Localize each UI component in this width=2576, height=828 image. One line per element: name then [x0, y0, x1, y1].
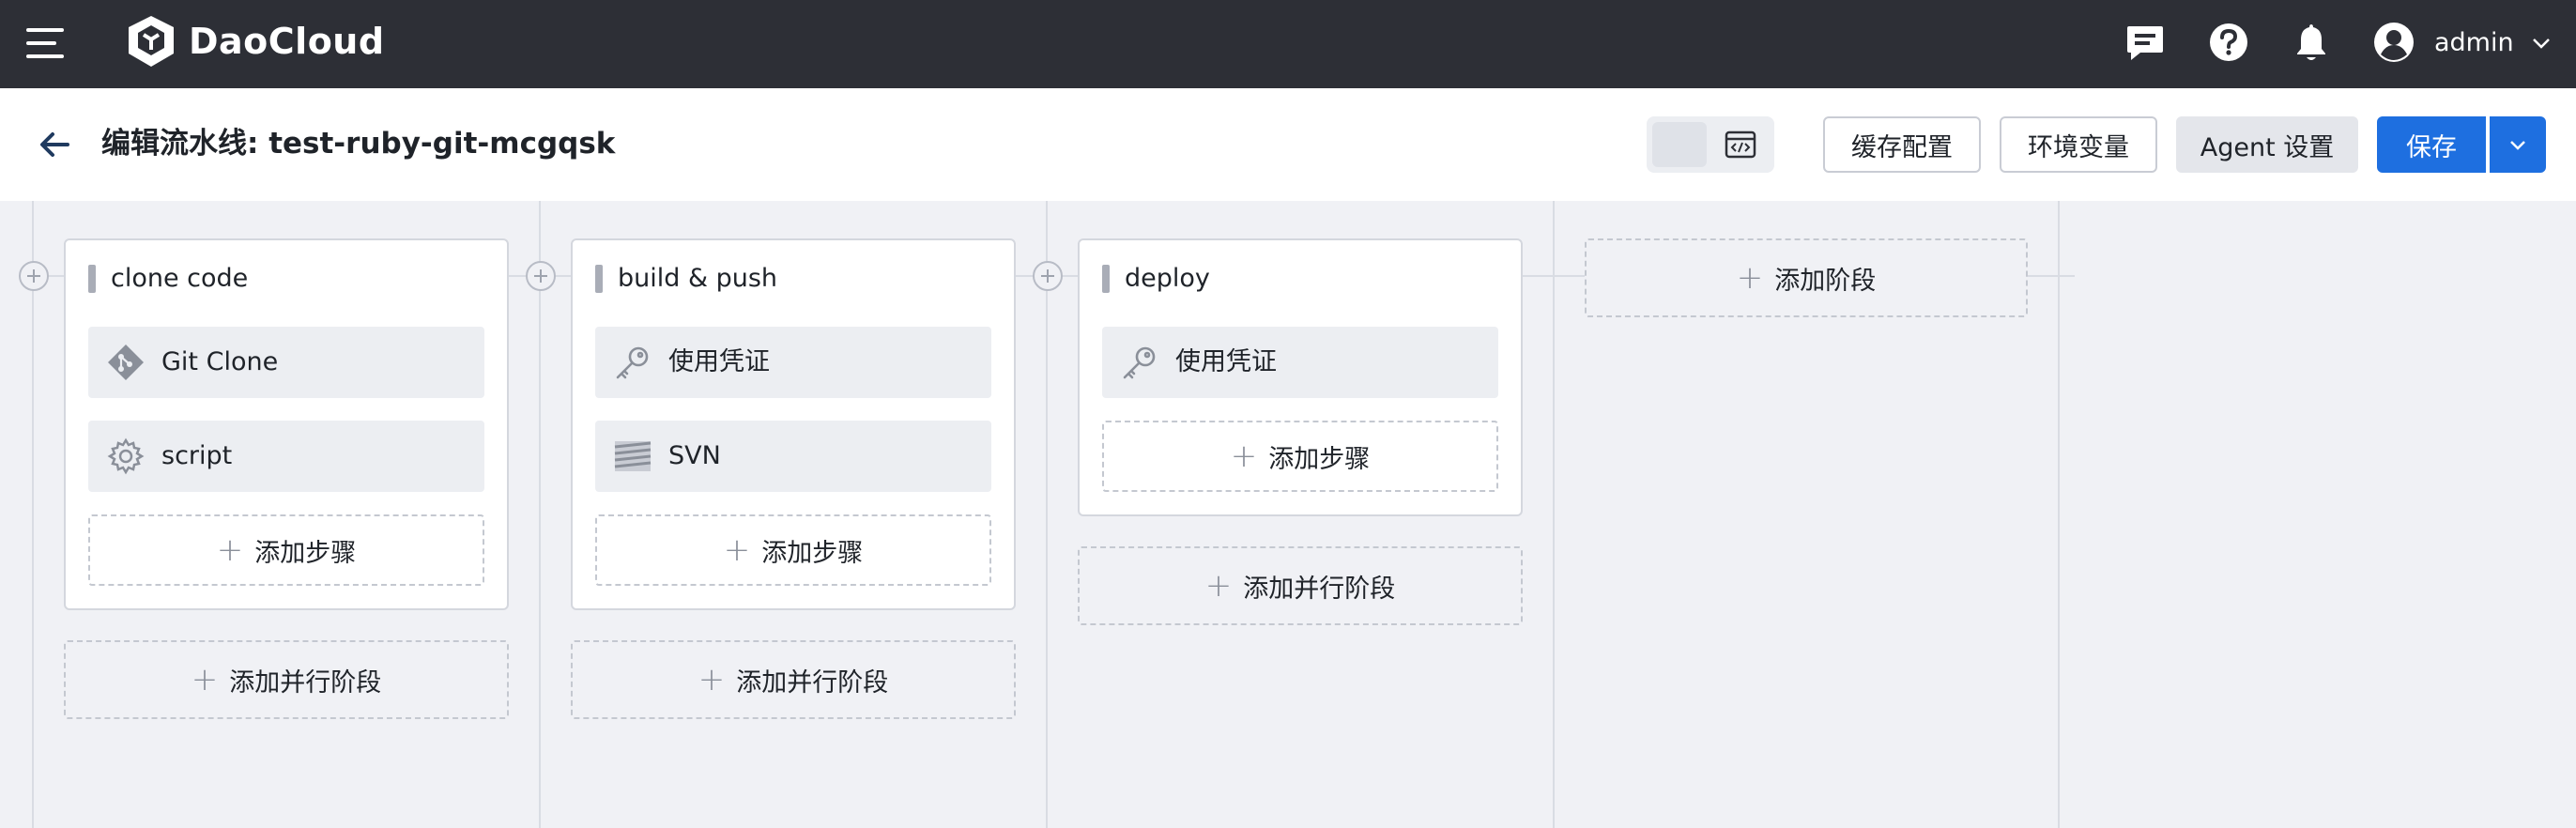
stage-marker	[595, 265, 603, 293]
column-divider	[1046, 201, 1048, 828]
add-step-button[interactable]: + 添加步骤	[88, 514, 484, 586]
add-parallel-label: 添加并行阶段	[736, 667, 889, 698]
column-divider	[539, 201, 541, 828]
step-use-credentials[interactable]: 使用凭证	[595, 327, 991, 398]
connector-line	[2060, 275, 2075, 277]
add-step-button[interactable]: + 添加步骤	[1102, 421, 1498, 492]
plus-icon: +	[216, 531, 244, 569]
key-icon	[1123, 346, 1156, 379]
add-step-button[interactable]: + 添加步骤	[595, 514, 991, 586]
user-name[interactable]: admin	[2434, 28, 2514, 57]
add-parallel-stage-button[interactable]: + 添加并行阶段	[1078, 546, 1523, 625]
chevron-down-icon	[2510, 141, 2525, 150]
insert-stage-button[interactable]	[19, 261, 49, 291]
stage-marker	[1102, 265, 1110, 293]
add-step-label: 添加步骤	[1268, 444, 1371, 474]
gear-icon	[107, 437, 145, 475]
add-parallel-stage-button[interactable]: + 添加并行阶段	[571, 640, 1016, 719]
add-step-label: 添加步骤	[761, 538, 864, 568]
stage-card-clone-code[interactable]: clone code Git Clone script + 添加步骤	[64, 238, 509, 610]
add-parallel-label: 添加并行阶段	[229, 667, 382, 698]
save-dropdown-button[interactable]	[2490, 116, 2546, 173]
brand-logo[interactable]: DaoCloud	[125, 13, 385, 69]
stage-name: deploy	[1125, 264, 1210, 293]
add-step-label: 添加步骤	[254, 538, 357, 568]
insert-stage-button[interactable]	[1033, 261, 1063, 291]
plus-icon: +	[723, 531, 751, 569]
stage-card-build-push[interactable]: build & push 使用凭证 SVN + 添加步骤	[571, 238, 1016, 610]
plus-icon: +	[698, 661, 726, 698]
plus-icon: +	[1736, 259, 1764, 297]
column-divider	[32, 201, 34, 828]
add-parallel-stage-button[interactable]: + 添加并行阶段	[64, 640, 509, 719]
insert-stage-button[interactable]	[526, 261, 556, 291]
step-label: 使用凭证	[1175, 347, 1277, 376]
hamburger-menu-icon[interactable]	[26, 28, 64, 60]
column-divider	[1553, 201, 1555, 828]
step-use-credentials[interactable]: 使用凭证	[1102, 327, 1498, 398]
view-mode-toggle	[1647, 116, 1774, 173]
code-view-toggle[interactable]	[1712, 122, 1769, 167]
stage-marker	[88, 265, 96, 293]
add-stage-button[interactable]: + 添加阶段	[1585, 238, 2028, 317]
code-view-icon	[1725, 130, 1756, 159]
plus-icon: +	[1230, 437, 1258, 475]
add-stage-label: 添加阶段	[1774, 266, 1877, 296]
daocloud-logo-icon	[129, 16, 174, 67]
step-label: Git Clone	[161, 347, 279, 376]
user-avatar-icon[interactable]	[2372, 21, 2415, 64]
column-divider	[2058, 201, 2060, 828]
chevron-down-icon[interactable]	[2530, 32, 2553, 54]
plus-icon: +	[1204, 567, 1233, 605]
brand-name: DaoCloud	[189, 21, 385, 62]
notification-bell-icon[interactable]	[2290, 21, 2333, 64]
step-script[interactable]: script	[88, 421, 484, 492]
key-icon	[616, 346, 649, 379]
git-icon	[108, 345, 144, 380]
top-navbar: DaoCloud admin	[0, 0, 2576, 88]
step-git-clone[interactable]: Git Clone	[88, 327, 484, 398]
svn-icon	[614, 441, 652, 471]
back-arrow-icon[interactable]	[36, 126, 73, 163]
help-icon[interactable]	[2207, 21, 2250, 64]
step-label: script	[161, 441, 233, 470]
env-variables-button[interactable]: 环境变量	[2000, 116, 2157, 173]
plus-icon: +	[191, 661, 219, 698]
add-parallel-label: 添加并行阶段	[1243, 574, 1396, 604]
save-button[interactable]: 保存	[2377, 116, 2486, 173]
connector-line	[2026, 275, 2058, 277]
stage-name: clone code	[111, 264, 249, 293]
step-label: 使用凭证	[668, 347, 770, 376]
connector-line	[1521, 275, 1585, 277]
stage-name: build & push	[618, 264, 778, 293]
message-icon[interactable]	[2124, 21, 2167, 64]
stage-card-deploy[interactable]: deploy 使用凭证 + 添加步骤	[1078, 238, 1523, 516]
step-label: SVN	[668, 441, 721, 470]
step-svn[interactable]: SVN	[595, 421, 991, 492]
agent-settings-button[interactable]: Agent 设置	[2176, 116, 2358, 173]
page-title: 编辑流水线: test-ruby-git-mcgqsk	[101, 127, 616, 161]
connector-line	[47, 275, 64, 277]
graphical-view-toggle[interactable]	[1652, 122, 1707, 167]
cache-config-button[interactable]: 缓存配置	[1823, 116, 1981, 173]
